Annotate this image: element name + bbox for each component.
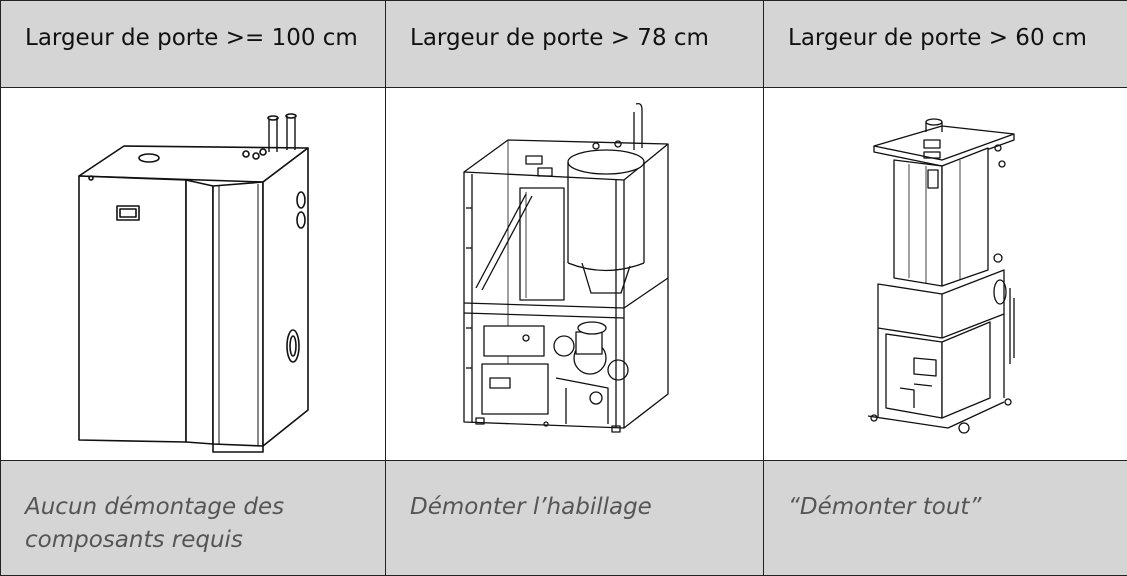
caption-row: Aucun démontage des composants requis Dé… <box>0 460 1127 576</box>
image-cell-1 <box>0 87 386 461</box>
image-cell-2 <box>385 87 764 461</box>
caption-cell-1: Aucun démontage des composants requis <box>0 460 386 576</box>
header-cell-2: Largeur de porte > 78 cm <box>385 0 764 88</box>
image-cell-3 <box>763 87 1127 461</box>
caption-cell-3: “Démonter tout” <box>763 460 1127 576</box>
boiler-without-casing-image <box>463 102 669 433</box>
header-door-width-100: Largeur de porte >= 100 cm <box>25 25 358 51</box>
header-cell-3: Largeur de porte > 60 cm <box>763 0 1127 88</box>
caption-no-disassembly: Aucun démontage des composants requis <box>25 494 285 553</box>
header-door-width-78: Largeur de porte > 78 cm <box>410 25 709 51</box>
caption-cell-2: Démonter l’habillage <box>385 460 764 576</box>
boiler-closed-cabinet-image <box>78 113 309 453</box>
image-row <box>0 87 1127 461</box>
caption-remove-casing: Démonter l’habillage <box>410 494 652 520</box>
header-cell-1: Largeur de porte >= 100 cm <box>0 0 386 88</box>
header-door-width-60: Largeur de porte > 60 cm <box>788 25 1087 51</box>
caption-disassemble-all: “Démonter tout” <box>788 494 982 520</box>
boiler-fully-disassembled-image <box>867 118 1015 434</box>
header-row: Largeur de porte >= 100 cm Largeur de po… <box>0 0 1127 88</box>
